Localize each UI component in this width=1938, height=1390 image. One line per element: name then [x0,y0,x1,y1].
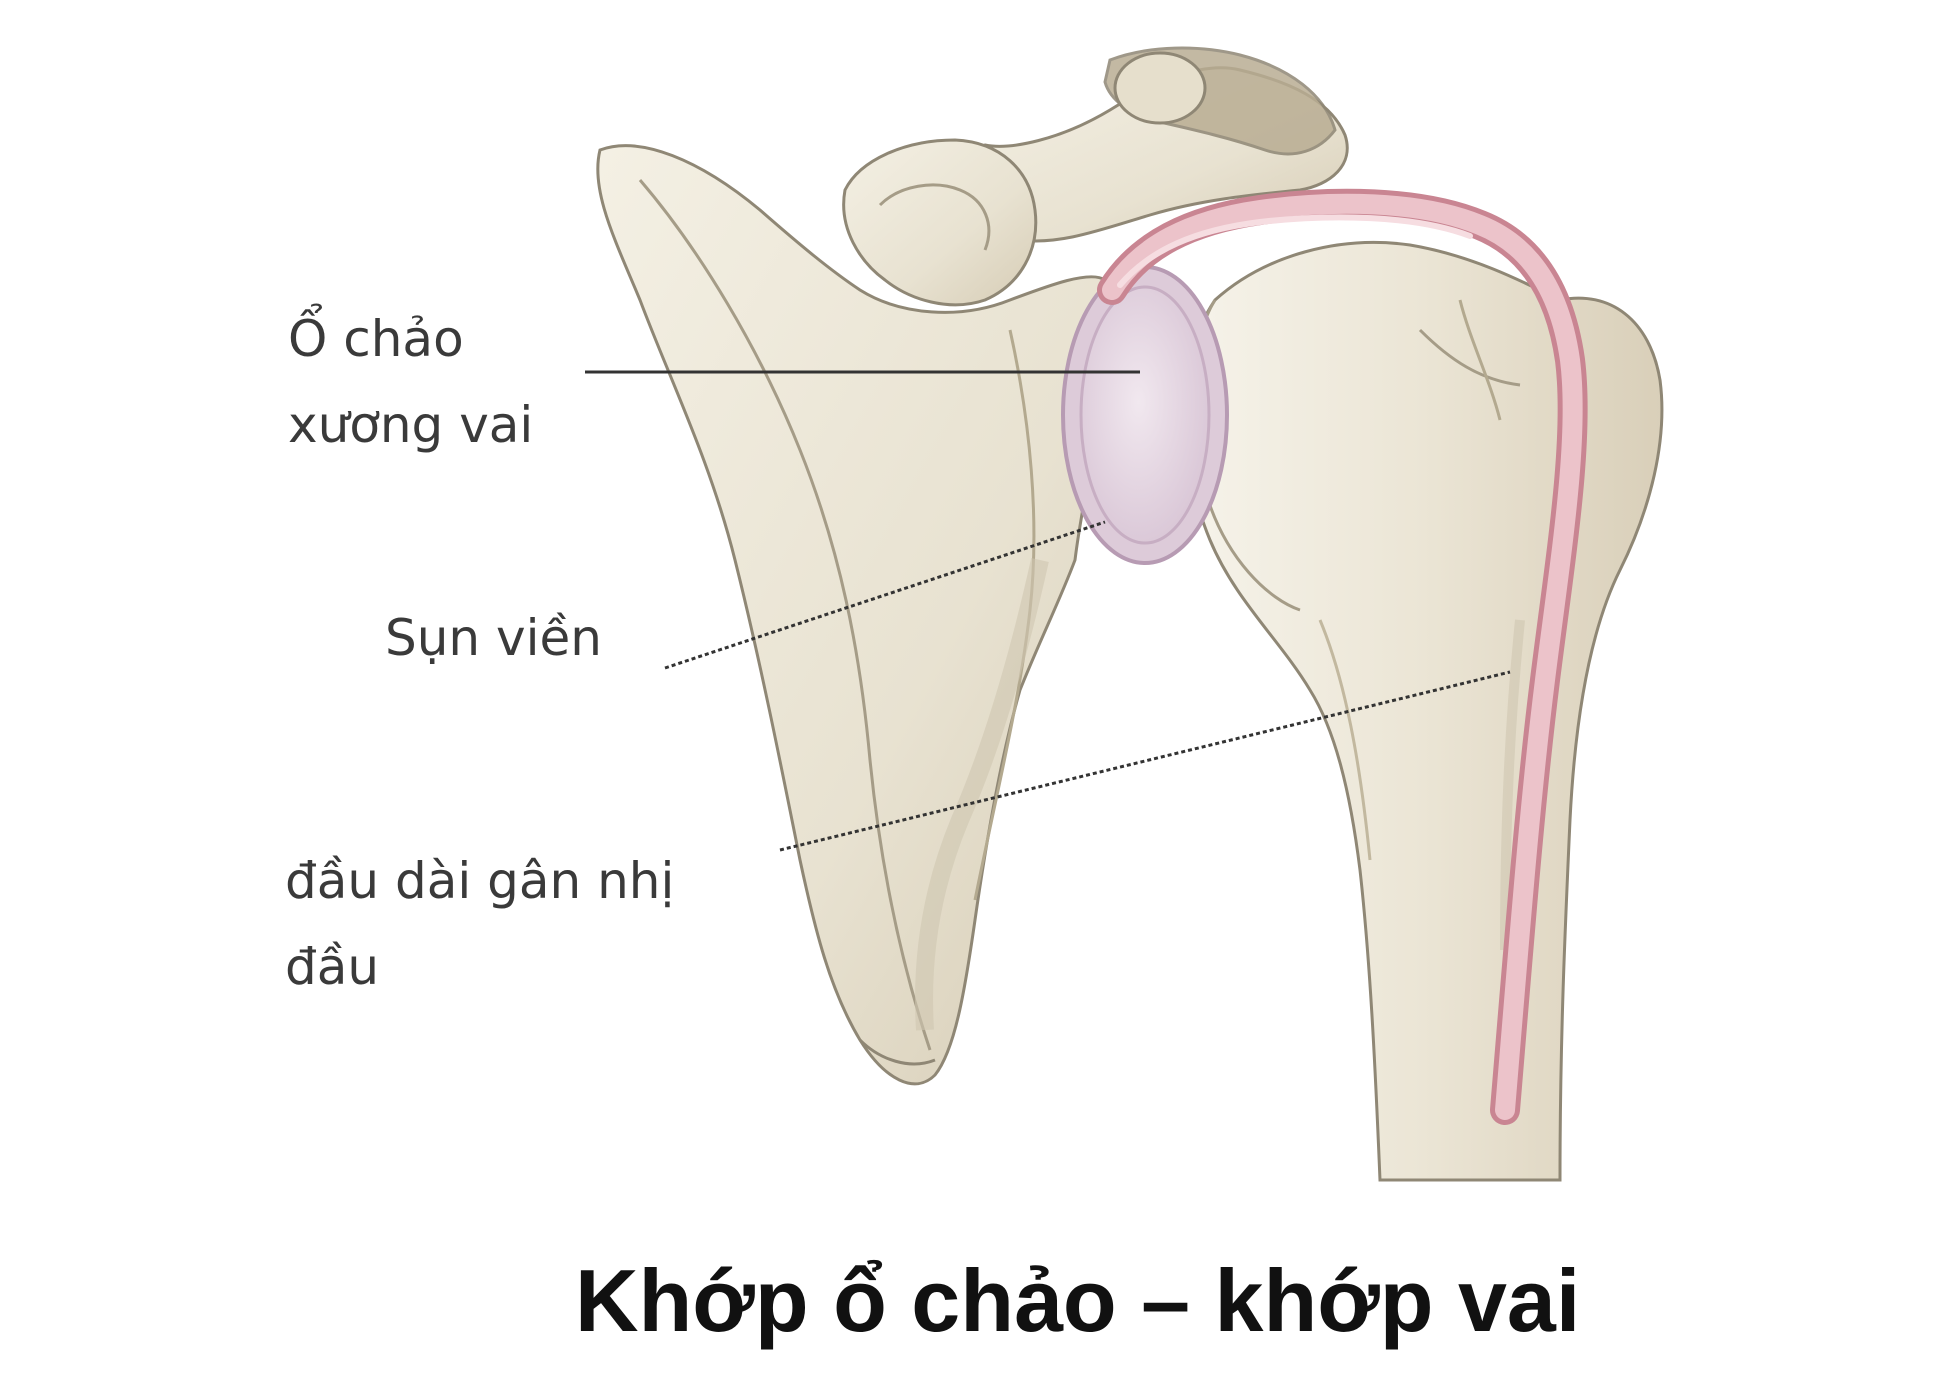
label-labrum-text: Sụn viền [385,609,602,667]
biceps-tendon [1097,188,1588,1125]
clavicle [967,46,1349,243]
label-biceps-line1: đầu dài gân nhị [285,852,675,910]
humerus [1183,241,1664,1182]
diagram-title: Khớp ổ chảo – khớp vai [575,1251,1581,1350]
label-glenoid: Ổ chảo xương vai [288,296,533,468]
label-labrum: Sụn viền [385,595,602,681]
label-glenoid-line2: xương vai [288,396,534,454]
label-biceps-line2: đầu [285,938,380,996]
label-biceps: đầu dài gân nhị đầu [285,838,674,1010]
label-glenoid-line1: Ổ chảo [288,310,464,368]
coracoid-process [842,138,1038,307]
glenoid-labrum [1061,265,1229,565]
scapula [596,144,1115,1086]
leader-line-biceps [779,670,1511,852]
leader-line-labrum [664,520,1106,670]
